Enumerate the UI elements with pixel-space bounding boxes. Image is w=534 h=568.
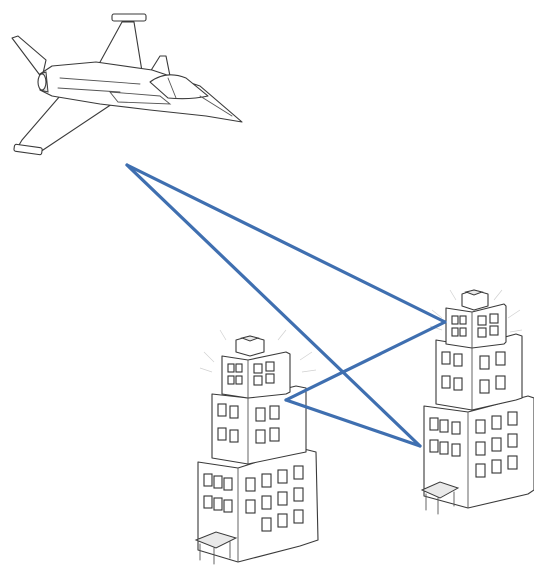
link-left-building-to-right-building-top — [284, 320, 447, 402]
link-left-building-to-right-building-bottom — [284, 398, 422, 448]
link-aircraft-to-right-building-top — [125, 163, 447, 324]
fighter-jet-icon — [11, 13, 243, 156]
link-lines — [125, 163, 447, 448]
link-aircraft-to-right-building-bottom — [125, 163, 422, 448]
building-icon-left — [194, 329, 319, 565]
building-icon-right — [420, 289, 534, 515]
